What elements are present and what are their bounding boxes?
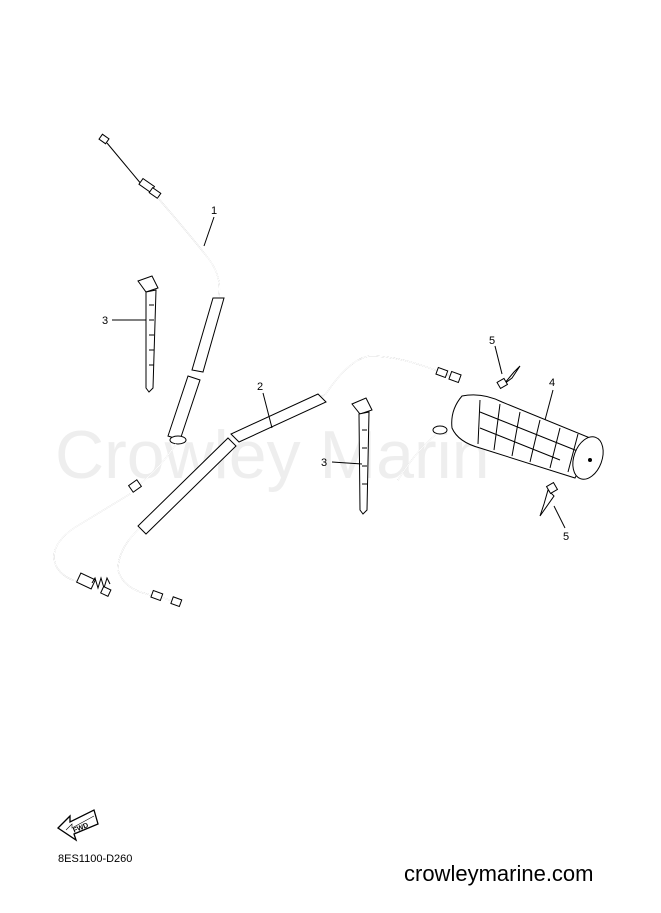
svg-text:2: 2 bbox=[257, 381, 263, 393]
svg-text:5: 5 bbox=[563, 531, 569, 543]
rivet-upper bbox=[496, 365, 521, 390]
fwd-arrow-icon: FWD bbox=[56, 809, 99, 842]
cable-part-2 bbox=[117, 355, 462, 608]
callout-3-left: 3 bbox=[102, 315, 146, 327]
cable-tie-right bbox=[351, 397, 373, 515]
callout-4: 4 bbox=[544, 377, 555, 421]
rivet-lower bbox=[539, 481, 559, 517]
callout-3-right: 3 bbox=[321, 457, 363, 469]
svg-text:3: 3 bbox=[321, 457, 327, 469]
svg-text:5: 5 bbox=[489, 335, 495, 347]
svg-text:1: 1 bbox=[211, 205, 217, 217]
svg-text:3: 3 bbox=[102, 315, 108, 327]
svg-text:4: 4 bbox=[549, 377, 555, 389]
callout-5-upper: 5 bbox=[489, 335, 503, 375]
diagram-code: 8ES1100-D260 bbox=[58, 853, 132, 865]
throttle-cable-part-1 bbox=[53, 133, 225, 597]
cable-tie-left bbox=[137, 275, 159, 393]
spring-end-fitting bbox=[75, 572, 112, 597]
site-url: crowleymarine.com bbox=[404, 861, 594, 886]
callout-1: 1 bbox=[203, 205, 217, 247]
callout-5-lower: 5 bbox=[553, 505, 569, 543]
callout-2: 2 bbox=[257, 381, 273, 429]
handle-grip-part-4 bbox=[397, 394, 604, 481]
watermark: Crowley Marin bbox=[55, 417, 490, 493]
